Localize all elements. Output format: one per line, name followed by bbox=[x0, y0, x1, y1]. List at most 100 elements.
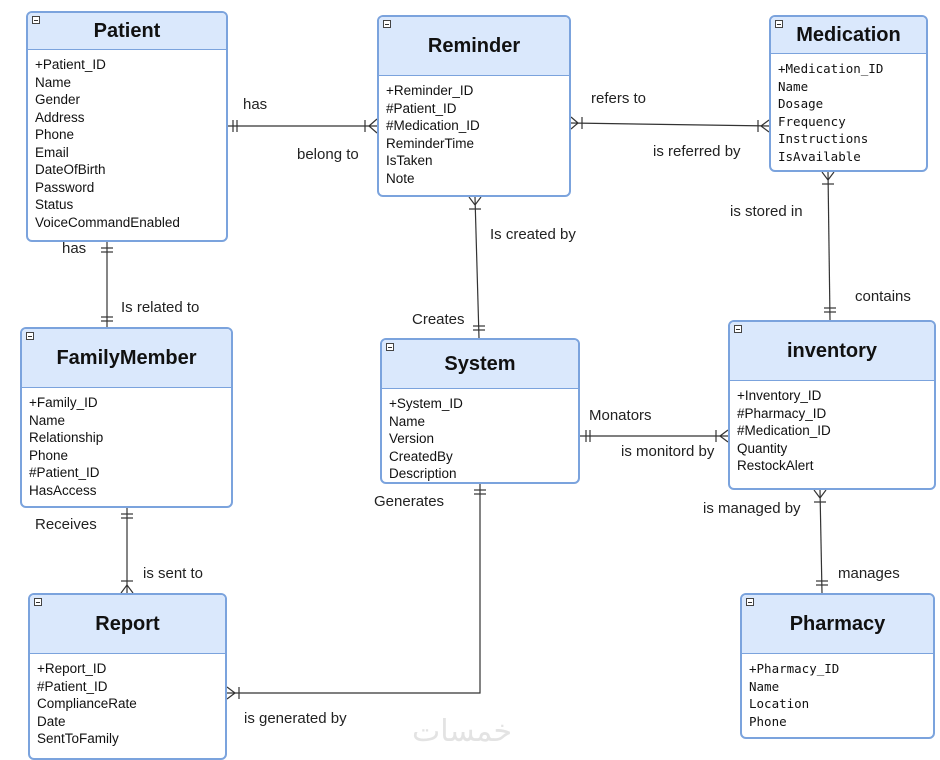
entity-header: FamilyMember bbox=[22, 329, 231, 388]
attribute-list: +Pharmacy_ID Name Location Phone bbox=[742, 654, 933, 730]
label-manages: manages bbox=[838, 565, 900, 582]
attribute: DateOfBirth bbox=[35, 162, 106, 177]
attribute: IsAvailable bbox=[778, 148, 861, 164]
label-has: has bbox=[62, 240, 87, 257]
collapse-icon[interactable] bbox=[775, 20, 783, 28]
collapse-icon[interactable] bbox=[383, 20, 391, 28]
collapse-icon[interactable] bbox=[32, 16, 40, 24]
entity-header: Medication bbox=[771, 17, 926, 54]
label-contains: contains bbox=[855, 288, 911, 305]
rel-patient-familymember[interactable] bbox=[101, 242, 113, 327]
entity-title: Pharmacy bbox=[789, 612, 886, 635]
attribute: +Reminder_ID bbox=[386, 83, 474, 98]
attribute: Gender bbox=[35, 92, 81, 107]
attribute-list: +Inventory_ID #Pharmacy_ID #Medication_I… bbox=[730, 381, 934, 475]
entity-system[interactable]: System +System_ID Name Version CreatedBy… bbox=[380, 338, 580, 484]
entity-header: inventory bbox=[730, 322, 934, 381]
entity-title: Medication bbox=[796, 23, 901, 46]
attribute: +System_ID bbox=[389, 396, 463, 411]
attribute: #Patient_ID bbox=[37, 678, 108, 694]
attribute: Phone bbox=[749, 713, 787, 729]
attribute-list: +Reminder_ID #Patient_ID #Medication_ID … bbox=[379, 76, 569, 187]
collapse-icon[interactable] bbox=[734, 325, 742, 333]
attribute: Status bbox=[35, 197, 74, 212]
entity-title: inventory bbox=[786, 339, 878, 362]
attribute: ReminderTime bbox=[386, 135, 475, 151]
attribute: Version bbox=[389, 431, 435, 446]
attribute: +Report_ID bbox=[37, 661, 107, 676]
label-is-sent-to: is sent to bbox=[143, 565, 204, 582]
rel-reminder-medication[interactable] bbox=[570, 116, 770, 133]
entity-title: Reminder bbox=[427, 34, 521, 57]
attribute: +Medication_ID bbox=[778, 61, 884, 76]
label-has: has bbox=[243, 96, 268, 113]
collapse-icon[interactable] bbox=[34, 598, 42, 606]
label-is-managed-by: is managed by bbox=[703, 500, 801, 517]
entity-title: FamilyMember bbox=[56, 346, 197, 369]
attribute: #Pharmacy_ID bbox=[737, 405, 827, 421]
entity-header: Report bbox=[30, 595, 225, 654]
attribute-list: +System_ID Name Version CreatedBy Descri… bbox=[382, 389, 578, 482]
entity-header: Reminder bbox=[379, 17, 569, 76]
entity-header: System bbox=[382, 340, 578, 389]
entity-inventory[interactable]: inventory +Inventory_ID #Pharmacy_ID #Me… bbox=[728, 320, 936, 490]
attribute: #Medication_ID bbox=[386, 118, 480, 133]
attribute: Name bbox=[29, 412, 66, 428]
label-is-created-by: Is created by bbox=[490, 226, 576, 243]
label-belong-to: belong to bbox=[297, 146, 359, 163]
attribute: Quantity bbox=[737, 440, 788, 456]
attribute-list: +Medication_ID Name Dosage Frequency Ins… bbox=[771, 54, 926, 165]
label-refers-to: refers to bbox=[591, 90, 647, 107]
rel-system-report[interactable] bbox=[226, 484, 486, 700]
attribute: Relationship bbox=[29, 430, 104, 445]
attribute: +Inventory_ID bbox=[737, 388, 822, 403]
rel-patient-reminder[interactable] bbox=[228, 118, 378, 134]
rel-reminder-system[interactable] bbox=[468, 196, 485, 339]
attribute: CreatedBy bbox=[389, 448, 453, 464]
label-is-generated-by: is generated by bbox=[244, 710, 347, 727]
entity-title: Patient bbox=[93, 19, 161, 42]
entity-pharmacy[interactable]: Pharmacy +Pharmacy_ID Name Location Phon… bbox=[740, 593, 935, 739]
attribute: Dosage bbox=[778, 96, 824, 111]
collapse-icon[interactable] bbox=[26, 332, 34, 340]
rel-familymember-report[interactable] bbox=[120, 508, 134, 594]
attribute: ComplianceRate bbox=[37, 696, 137, 711]
attribute: #Patient_ID bbox=[386, 100, 457, 116]
attribute: VoiceCommandEnabled bbox=[35, 214, 180, 230]
label-is-referred-by: is referred by bbox=[653, 143, 741, 160]
entity-reminder[interactable]: Reminder +Reminder_ID #Patient_ID #Medic… bbox=[377, 15, 571, 197]
attribute-list: +Patient_ID Name Gender Address Phone Em… bbox=[28, 50, 226, 231]
attribute: Frequency bbox=[778, 113, 846, 129]
attribute: Email bbox=[35, 144, 69, 160]
attribute: +Pharmacy_ID bbox=[749, 661, 840, 676]
attribute: Password bbox=[35, 179, 95, 195]
attribute: Phone bbox=[29, 447, 69, 463]
entity-header: Pharmacy bbox=[742, 595, 933, 654]
attribute: #Patient_ID bbox=[29, 465, 100, 480]
entity-medication[interactable]: Medication +Medication_ID Name Dosage Fr… bbox=[769, 15, 928, 172]
attribute: Name bbox=[778, 78, 809, 94]
attribute: Note bbox=[386, 170, 415, 186]
rel-system-inventory[interactable] bbox=[580, 429, 729, 443]
attribute: Name bbox=[389, 413, 426, 429]
entity-title: System bbox=[444, 352, 516, 375]
attribute: Location bbox=[749, 696, 810, 711]
label-receives: Receives bbox=[35, 516, 97, 533]
collapse-icon[interactable] bbox=[386, 343, 394, 351]
entity-header: Patient bbox=[28, 13, 226, 50]
attribute: Date bbox=[37, 713, 66, 729]
rel-inventory-pharmacy[interactable] bbox=[813, 489, 828, 594]
collapse-icon[interactable] bbox=[746, 598, 754, 606]
entity-report[interactable]: Report +Report_ID #Patient_ID Compliance… bbox=[28, 593, 227, 760]
label-monators: Monators bbox=[589, 407, 652, 424]
entity-patient[interactable]: Patient +Patient_ID Name Gender Address … bbox=[26, 11, 228, 242]
rel-medication-inventory[interactable] bbox=[821, 171, 836, 321]
label-is-stored-in: is stored in bbox=[730, 203, 803, 220]
attribute: Name bbox=[749, 678, 780, 694]
attribute: HasAccess bbox=[29, 482, 97, 498]
label-is-monitord-by: is monitord by bbox=[621, 443, 715, 460]
attribute: Address bbox=[35, 109, 85, 125]
attribute-list: +Family_ID Name Relationship Phone #Pati… bbox=[22, 388, 231, 499]
entity-title: Report bbox=[95, 612, 160, 635]
entity-familymember[interactable]: FamilyMember +Family_ID Name Relationshi… bbox=[20, 327, 233, 508]
